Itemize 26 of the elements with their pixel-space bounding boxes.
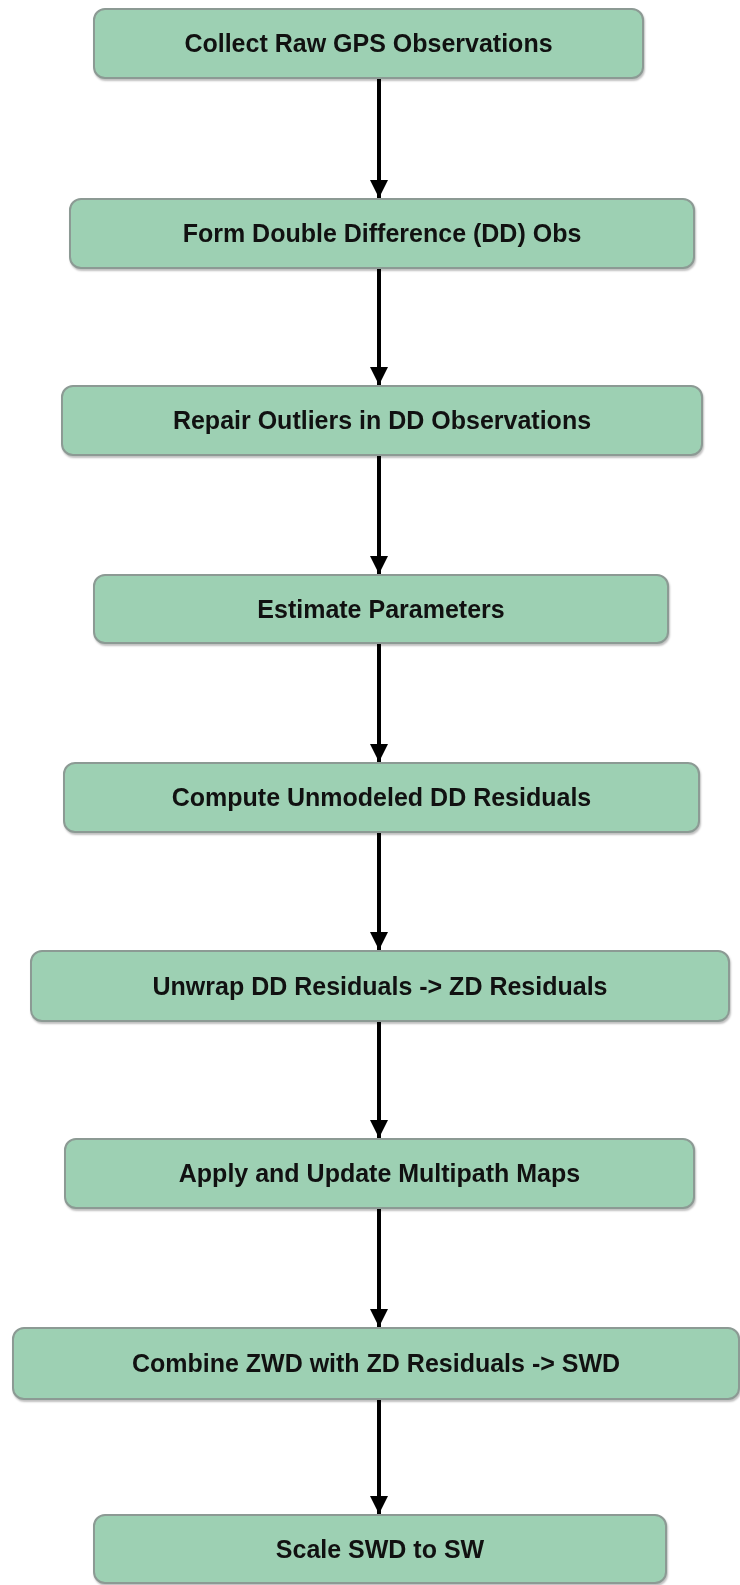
arrow xyxy=(370,456,388,574)
arrow xyxy=(370,269,388,385)
step-label: Apply and Update Multipath Maps xyxy=(178,1159,581,1188)
step-label: Compute Unmodeled DD Residuals xyxy=(171,783,592,812)
process-box xyxy=(93,8,644,79)
step-label: Combine ZWD with ZD Residuals -> SWD xyxy=(131,1349,621,1378)
process-box xyxy=(93,574,669,644)
step-label: Scale SWD to SW xyxy=(275,1534,485,1564)
process-box xyxy=(69,198,695,269)
arrow xyxy=(370,79,388,198)
process-box xyxy=(12,1327,740,1400)
step-label: Unwrap DD Residuals -> ZD Residuals xyxy=(152,971,608,1001)
process-box xyxy=(64,1138,695,1209)
process-box xyxy=(30,950,730,1022)
arrow xyxy=(370,1400,388,1514)
arrow xyxy=(370,1022,388,1138)
arrow xyxy=(370,644,388,762)
step-label: Estimate Parameters xyxy=(257,594,505,624)
arrow xyxy=(370,833,388,950)
arrow xyxy=(370,1209,388,1327)
process-box xyxy=(93,1514,667,1584)
process-box xyxy=(61,385,703,456)
step-label: Collect Raw GPS Observations xyxy=(184,29,553,58)
process-box xyxy=(63,762,700,833)
step-label: Form Double Difference (DD) Obs xyxy=(182,219,582,248)
step-label: Repair Outliers in DD Observations xyxy=(172,406,592,435)
